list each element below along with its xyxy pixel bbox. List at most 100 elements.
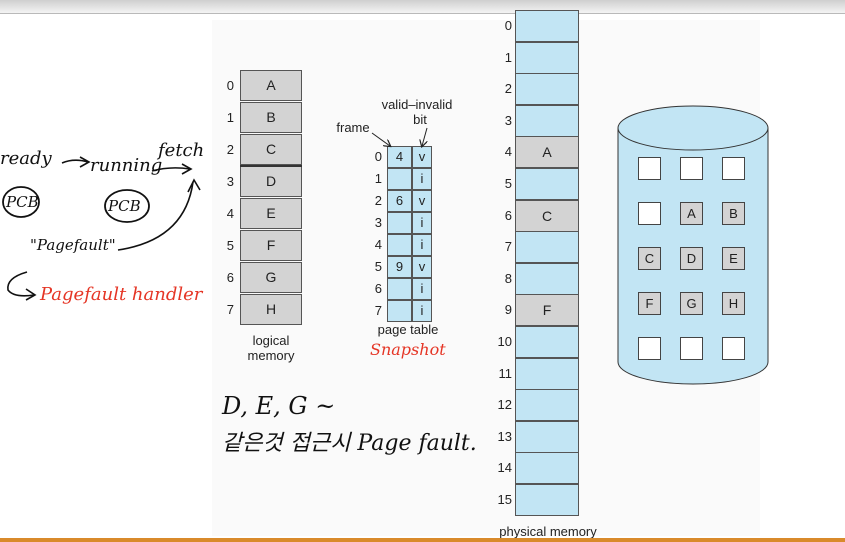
physical-memory-frame: A bbox=[515, 136, 579, 169]
backing-store-page: H bbox=[722, 292, 745, 315]
backing-store-page: A bbox=[680, 202, 703, 225]
page-table-index: 6 bbox=[374, 281, 382, 296]
logical-memory-page: H bbox=[240, 294, 302, 325]
logical-memory-index: 6 bbox=[226, 270, 234, 285]
page-table-valid-bit: v bbox=[412, 190, 432, 212]
page-table-valid-bit: v bbox=[412, 146, 432, 168]
physical-memory-frame bbox=[515, 452, 579, 485]
annotation-fetch: fetch bbox=[158, 140, 205, 161]
physical-memory-frame-index: 13 bbox=[497, 428, 512, 444]
backing-store-page bbox=[638, 337, 661, 360]
backing-store-page bbox=[722, 157, 745, 180]
annotation-deg: D, E, G ~ bbox=[222, 392, 336, 420]
physical-memory-frame bbox=[515, 389, 579, 422]
annotation-running: running bbox=[90, 155, 163, 176]
logical-memory-index: 3 bbox=[226, 174, 234, 189]
physical-memory-frame bbox=[515, 104, 579, 137]
physical-memory-frame-index: 8 bbox=[504, 270, 512, 286]
valid-invalid-label-line1: valid–invalid bbox=[381, 97, 453, 112]
backing-store-page bbox=[638, 202, 661, 225]
page-table-frame bbox=[387, 300, 412, 322]
physical-memory-label: physical memory bbox=[499, 524, 597, 538]
physical-memory-frame-index: 3 bbox=[504, 112, 512, 128]
physical-memory-frame bbox=[515, 10, 579, 42]
annotation-ready: ready bbox=[0, 148, 52, 169]
page-table-frame bbox=[387, 168, 412, 190]
page-table-frame: 4 bbox=[387, 146, 412, 168]
page-table-valid-bit: i bbox=[412, 278, 432, 300]
logical-memory-page: B bbox=[240, 102, 302, 133]
page-table-index: 1 bbox=[374, 171, 382, 186]
logical-memory-page: E bbox=[240, 198, 302, 229]
logical-memory-page: D bbox=[240, 166, 302, 197]
physical-memory-frame-index: 1 bbox=[504, 49, 512, 65]
bottom-rule bbox=[0, 538, 845, 542]
page-table-index: 2 bbox=[374, 193, 382, 208]
physical-memory-frame-index: 10 bbox=[497, 334, 512, 349]
physical-memory-frame bbox=[515, 484, 579, 516]
logical-memory-index: 2 bbox=[226, 142, 234, 157]
page-table-index: 3 bbox=[374, 215, 382, 230]
backing-store-page bbox=[722, 337, 745, 360]
physical-memory-frame-index: 4 bbox=[504, 144, 512, 160]
physical-memory-frame-index: 12 bbox=[497, 397, 512, 413]
backing-store-page: C bbox=[638, 247, 661, 270]
page-table-index: 4 bbox=[374, 237, 382, 252]
backing-store-page: G bbox=[680, 292, 703, 315]
logical-memory-page: C bbox=[240, 134, 302, 165]
page-table-frame bbox=[387, 278, 412, 300]
physical-memory-frame-index: 7 bbox=[504, 239, 512, 255]
page-table-index: 7 bbox=[374, 303, 382, 318]
physical-memory-frame bbox=[515, 357, 579, 390]
physical-memory-frame-index: 0 bbox=[504, 18, 512, 33]
logical-memory-index: 4 bbox=[226, 206, 234, 221]
annotation-snapshot: Snapshot bbox=[370, 340, 446, 359]
logical-memory-index: 7 bbox=[226, 302, 234, 317]
page-table-frame: 6 bbox=[387, 190, 412, 212]
physical-memory-frame bbox=[515, 73, 579, 106]
valid-invalid-label-line2: bit bbox=[413, 112, 427, 127]
logical-memory-label-line2: memory bbox=[247, 348, 295, 363]
annotation-pagefault: "Pagefault" bbox=[30, 236, 116, 254]
logical-memory-page: A bbox=[240, 70, 302, 101]
physical-memory-frame: C bbox=[515, 199, 579, 232]
physical-memory-frame-index: 2 bbox=[504, 81, 512, 97]
physical-memory-frame bbox=[515, 41, 579, 74]
backing-store-page: E bbox=[722, 247, 745, 270]
physical-memory-frame bbox=[515, 420, 579, 453]
page-table-frame bbox=[387, 234, 412, 256]
logical-memory-page: F bbox=[240, 230, 302, 261]
page-table-frame: 9 bbox=[387, 256, 412, 278]
page-table-label: page table bbox=[377, 322, 439, 337]
physical-memory-frame bbox=[515, 262, 579, 295]
logical-memory-index: 0 bbox=[226, 78, 234, 93]
page-table-index: 5 bbox=[374, 259, 382, 274]
physical-memory-frame-index: 6 bbox=[504, 207, 512, 223]
backing-store-page: D bbox=[680, 247, 703, 270]
window-top-bar bbox=[0, 0, 845, 14]
page-table-valid-bit: i bbox=[412, 300, 432, 322]
annotation-pcb-1: PCB bbox=[6, 193, 39, 211]
annotation-pcb-2: PCB bbox=[108, 197, 141, 215]
physical-memory-frame-index: 11 bbox=[498, 365, 513, 381]
page-table-valid-bit: v bbox=[412, 256, 432, 278]
backing-store-page bbox=[638, 157, 661, 180]
physical-memory-frame bbox=[515, 326, 579, 358]
annotation-pagefault-handler: Pagefault handler bbox=[40, 284, 203, 305]
logical-memory-index: 1 bbox=[226, 110, 234, 125]
backing-store-page bbox=[680, 337, 703, 360]
annotation-korean-note: 같은것 접근시 Page fault. bbox=[222, 431, 477, 456]
physical-memory-frame-index: 15 bbox=[497, 492, 512, 507]
backing-store-page bbox=[680, 157, 703, 180]
physical-memory-frame-index: 5 bbox=[504, 176, 512, 191]
logical-memory-label-line1: logical bbox=[252, 333, 290, 348]
physical-memory-frame bbox=[515, 231, 579, 264]
page-table-valid-bit: i bbox=[412, 168, 432, 190]
logical-memory-page: G bbox=[240, 262, 302, 293]
page-table-frame bbox=[387, 212, 412, 234]
backing-store-page: F bbox=[638, 292, 661, 315]
physical-memory-frame bbox=[515, 168, 579, 200]
physical-memory-frame-index: 14 bbox=[497, 460, 512, 476]
logical-memory-index: 5 bbox=[226, 238, 234, 253]
